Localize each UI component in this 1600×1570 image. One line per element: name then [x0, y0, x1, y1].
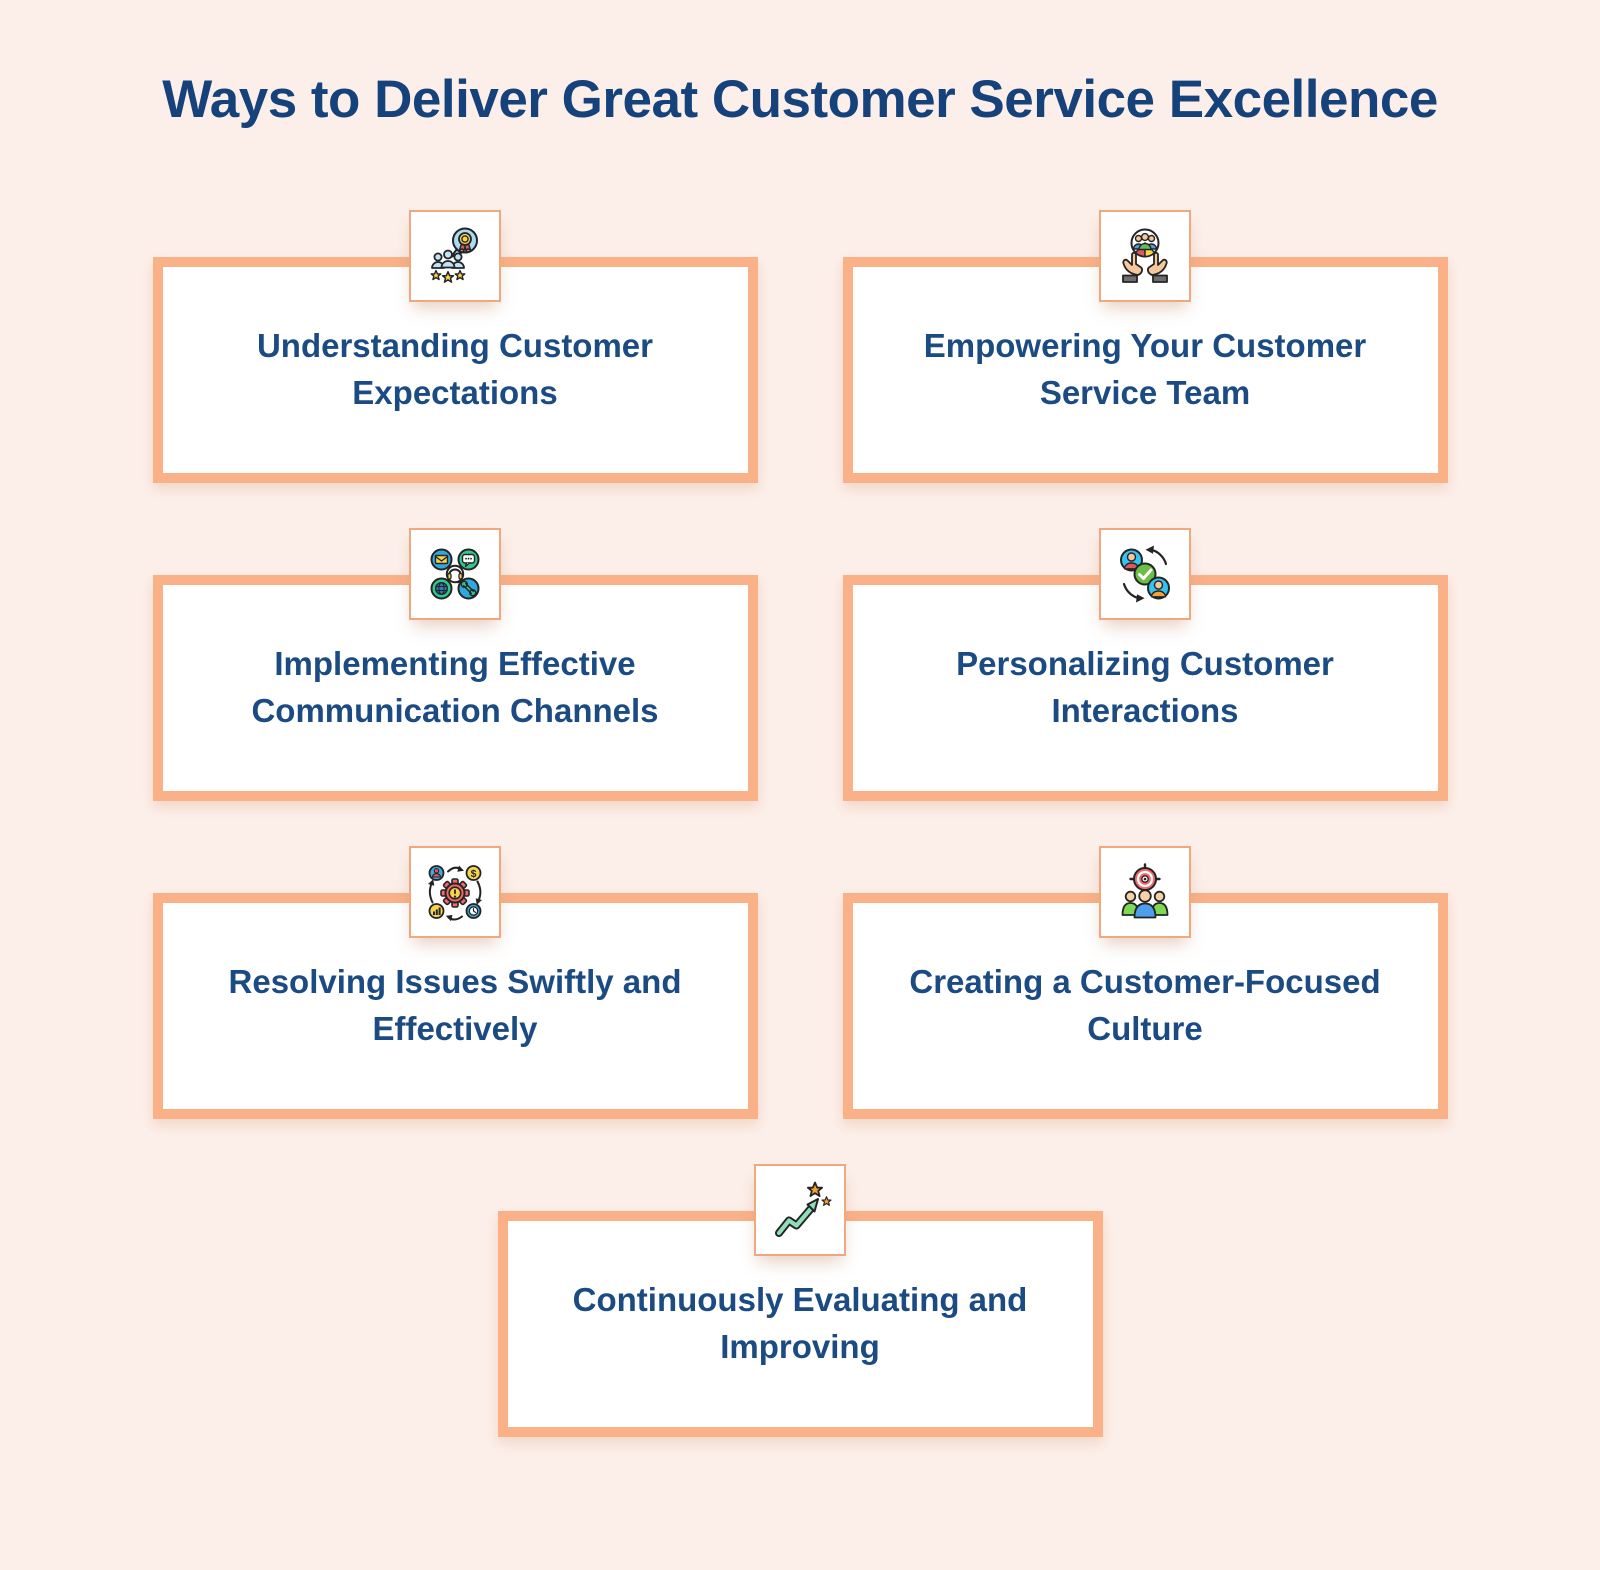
customer-focused-culture-target-icon [1099, 845, 1191, 938]
card-title: Continuously Evaluating and Improving [572, 1281, 1028, 1365]
card-title: Empowering Your Customer Service Team [923, 327, 1367, 411]
card-2: Empowering Your Customer Service Team [842, 209, 1448, 483]
continuous-improvement-growth-icon [754, 1163, 846, 1256]
page-title: Ways to Deliver Great Customer Service E… [162, 70, 1438, 129]
communication-channels-icon [409, 527, 501, 620]
customer-expectations-award-icon [409, 209, 501, 302]
card-body: Resolving Issues Swiftly and Effectively [152, 892, 758, 1119]
card-5: $ Resolving Issues Swiftly and Effective… [152, 845, 758, 1119]
cards-grid: Understanding Customer Expectations Empo… [0, 209, 1600, 1437]
card-title: Resolving Issues Swiftly and Effectively [228, 963, 682, 1047]
card-1: Understanding Customer Expectations [152, 209, 758, 483]
card-title: Personalizing Customer Interactions [956, 645, 1334, 729]
issue-resolution-gear-icon: $ [409, 845, 501, 938]
empowering-team-hands-icon [1099, 209, 1191, 302]
svg-text:$: $ [471, 868, 477, 880]
card-7: Continuously Evaluating and Improving [497, 1163, 1103, 1437]
card-4: Personalizing Customer Interactions [842, 527, 1448, 801]
card-6: Creating a Customer-Focused Culture [842, 845, 1448, 1119]
card-title: Understanding Customer Expectations [256, 327, 654, 411]
card-3: Implementing Effective Communication Cha… [152, 527, 758, 801]
card-title: Implementing Effective Communication Cha… [251, 645, 659, 729]
personalized-interactions-cycle-icon [1099, 527, 1191, 620]
card-title: Creating a Customer-Focused Culture [909, 963, 1381, 1047]
